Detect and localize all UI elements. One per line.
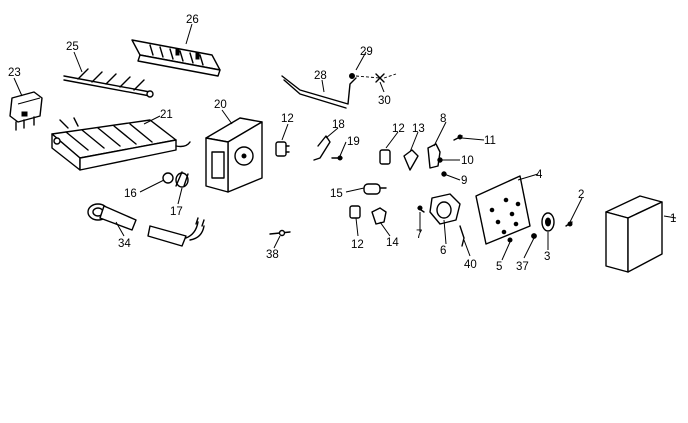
leader-lines [13, 23, 677, 261]
part-1-cover [605, 195, 663, 273]
callout-12-middle: 12 [392, 123, 405, 135]
part-4-plate [475, 175, 531, 245]
part-40-clip [459, 225, 465, 247]
part-23-bracket [9, 91, 43, 131]
callout-37: 37 [516, 261, 529, 273]
part-8-9-10-11 [427, 134, 463, 177]
part-12b-13-switches [379, 149, 419, 171]
callout-29: 29 [360, 46, 373, 58]
part-15-thermostat [363, 183, 387, 195]
part-12c-14-switches [349, 205, 387, 225]
callout-20: 20 [214, 99, 227, 111]
callout-18: 18 [332, 119, 345, 131]
callout-13: 13 [412, 123, 425, 135]
callout-14: 14 [386, 237, 399, 249]
callout-11: 11 [484, 135, 496, 147]
part-28-shutoff-arm [281, 75, 357, 109]
callout-16: 16 [124, 188, 137, 200]
callout-12-upper: 12 [281, 113, 294, 125]
callout-34: 34 [118, 238, 131, 250]
part-21-ice-mold [51, 117, 191, 171]
callout-8: 8 [440, 113, 446, 125]
part-20-housing [205, 117, 263, 193]
callout-30: 30 [378, 95, 391, 107]
part-29-30 [349, 73, 397, 83]
callout-5: 5 [496, 261, 502, 273]
part-12a-switch [275, 141, 290, 157]
callout-17: 17 [170, 206, 183, 218]
callout-10: 10 [461, 155, 474, 167]
callout-2: 2 [578, 189, 584, 201]
callout-6: 6 [440, 245, 446, 257]
callout-15: 15 [330, 188, 343, 200]
callout-28: 28 [314, 70, 327, 82]
callout-12-lower: 12 [351, 239, 364, 251]
callout-25: 25 [66, 41, 79, 53]
callout-40: 40 [464, 259, 477, 271]
callout-19: 19 [347, 136, 360, 148]
part-34-fill-cup [87, 203, 137, 231]
part-6-7-motor [417, 193, 461, 225]
callout-38: 38 [266, 249, 279, 261]
callout-7: 7 [416, 229, 422, 241]
part-16-17-small [162, 171, 189, 188]
part-26-stripper [131, 39, 221, 77]
callout-23: 23 [8, 67, 21, 79]
part-18-19-lever [313, 135, 343, 161]
part-wire-harness [147, 217, 205, 247]
callout-3: 3 [544, 251, 550, 263]
callout-4: 4 [536, 169, 543, 181]
part-2-3-5-37-small [507, 212, 573, 243]
part-25-ejector [63, 68, 154, 98]
callout-9: 9 [461, 175, 467, 187]
callout-labels: 26 25 23 21 20 29 28 30 12 18 19 12 13 8… [8, 14, 676, 273]
part-38-pin [269, 229, 291, 237]
callout-1: 1 [670, 213, 676, 225]
callout-21: 21 [160, 109, 173, 121]
callout-26: 26 [186, 14, 199, 26]
